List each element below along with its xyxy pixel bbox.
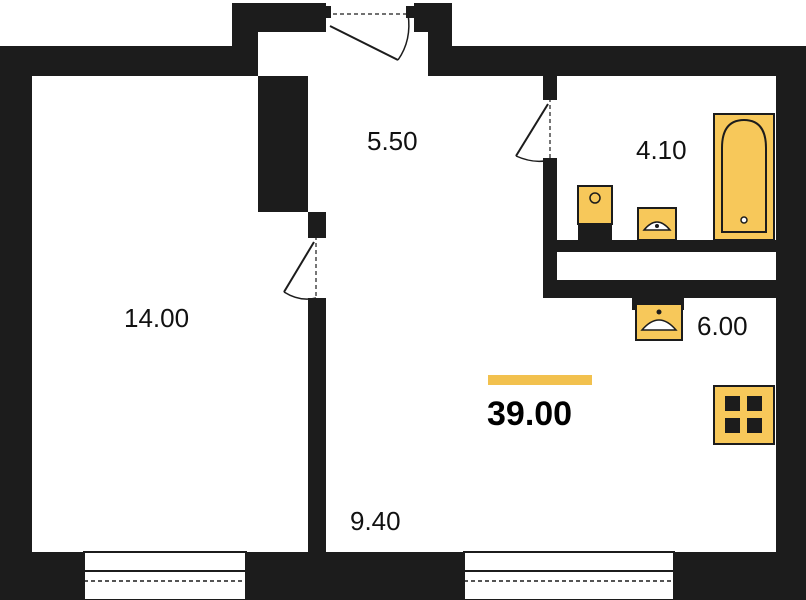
hall-area: 5.50 — [367, 126, 418, 156]
door-openings — [308, 3, 557, 300]
doors — [283, 6, 557, 306]
bathroom-sink-icon — [637, 207, 677, 241]
kitchen-area: 6.00 — [697, 311, 748, 341]
entry-door-leaf — [329, 25, 399, 61]
room-door-leaf — [283, 241, 315, 293]
entry-door-swing — [397, 13, 410, 61]
bathroom-area: 4.10 — [636, 135, 687, 165]
living-room-area: 14.00 — [124, 303, 190, 333]
main-room-area: 9.40 — [350, 506, 401, 536]
bathtub-icon — [713, 113, 775, 241]
window-right — [463, 551, 675, 600]
room-door-opening — [308, 236, 326, 300]
total-area-accent-bar — [488, 375, 592, 385]
kitchen-sink-icon — [632, 298, 684, 341]
outer-wall — [0, 3, 806, 600]
walls — [0, 3, 806, 600]
bath-door-leaf — [515, 103, 549, 157]
entry-door-opening — [326, 3, 414, 32]
stove-icon — [713, 385, 775, 445]
bathroom-lower-wall — [543, 280, 776, 298]
toilet-icon — [577, 185, 613, 240]
bathroom-bottom-wall — [543, 240, 776, 252]
total-area: 39.00 — [487, 395, 573, 433]
window-left — [83, 551, 247, 600]
windows — [83, 551, 675, 600]
